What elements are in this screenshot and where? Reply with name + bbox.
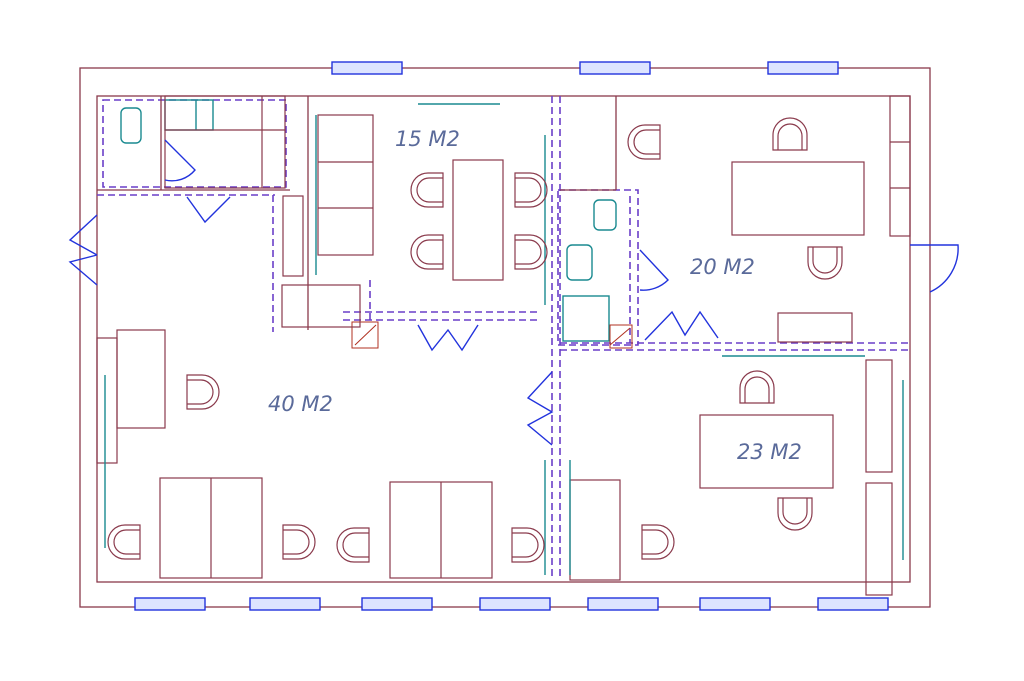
chair-icon bbox=[777, 497, 813, 531]
window-icon bbox=[361, 597, 433, 611]
door-icon bbox=[910, 244, 959, 293]
chair-icon bbox=[410, 234, 444, 270]
desk bbox=[116, 329, 166, 429]
chair-icon bbox=[107, 524, 141, 560]
toilet-icon bbox=[593, 199, 617, 231]
washbasin-icon bbox=[566, 244, 593, 281]
window-icon bbox=[249, 597, 321, 611]
window-icon bbox=[767, 61, 839, 75]
desk bbox=[569, 479, 621, 581]
chair-icon bbox=[511, 527, 545, 563]
chair-icon bbox=[514, 172, 548, 208]
windows bbox=[134, 61, 889, 611]
door-icon bbox=[186, 196, 231, 224]
door-icon bbox=[164, 139, 196, 182]
chair-icon bbox=[772, 117, 808, 151]
chair-icon bbox=[739, 370, 775, 404]
room-label-23: 23 M2 bbox=[737, 440, 802, 464]
room-label-40: 40 M2 bbox=[268, 392, 333, 416]
window-icon bbox=[817, 597, 889, 611]
room-label-20: 20 M2 bbox=[690, 255, 755, 279]
meeting-table bbox=[452, 159, 504, 281]
duct bbox=[351, 321, 379, 349]
chair-icon bbox=[514, 234, 548, 270]
chair-icon bbox=[627, 124, 661, 160]
door-icon bbox=[417, 324, 479, 352]
chair-icon bbox=[410, 172, 444, 208]
bathroom-fixtures bbox=[120, 95, 633, 349]
doors bbox=[68, 139, 959, 446]
chair-icon bbox=[336, 527, 370, 563]
sink-icon bbox=[164, 99, 214, 131]
room-label-15: 15 M2 bbox=[395, 127, 460, 151]
partitions bbox=[97, 96, 910, 580]
chairs bbox=[107, 117, 843, 563]
desk bbox=[731, 161, 865, 236]
chair-icon bbox=[807, 246, 843, 280]
cabinet bbox=[865, 359, 893, 473]
window-icon bbox=[134, 597, 206, 611]
door-icon bbox=[639, 249, 669, 291]
door-icon bbox=[644, 310, 719, 341]
sofa bbox=[317, 114, 374, 256]
window-icon bbox=[331, 61, 403, 75]
window-icon bbox=[579, 61, 651, 75]
window-icon bbox=[699, 597, 771, 611]
counter bbox=[281, 284, 361, 328]
toilet-icon bbox=[120, 107, 142, 144]
desk bbox=[777, 312, 853, 343]
chair-icon bbox=[282, 524, 316, 560]
desk bbox=[699, 414, 834, 489]
cabinet bbox=[96, 337, 118, 464]
chair-icon bbox=[186, 374, 220, 410]
door-icon bbox=[68, 214, 98, 286]
window-icon bbox=[587, 597, 659, 611]
door-icon bbox=[526, 371, 554, 446]
duct bbox=[609, 324, 633, 349]
cupboard bbox=[282, 195, 304, 277]
shower-tray-icon bbox=[562, 295, 610, 342]
glass-partitions bbox=[104, 103, 904, 575]
window-icon bbox=[479, 597, 551, 611]
furniture bbox=[96, 95, 911, 596]
cabinet bbox=[889, 95, 911, 237]
cabinet bbox=[865, 482, 893, 596]
chair-icon bbox=[641, 524, 675, 560]
